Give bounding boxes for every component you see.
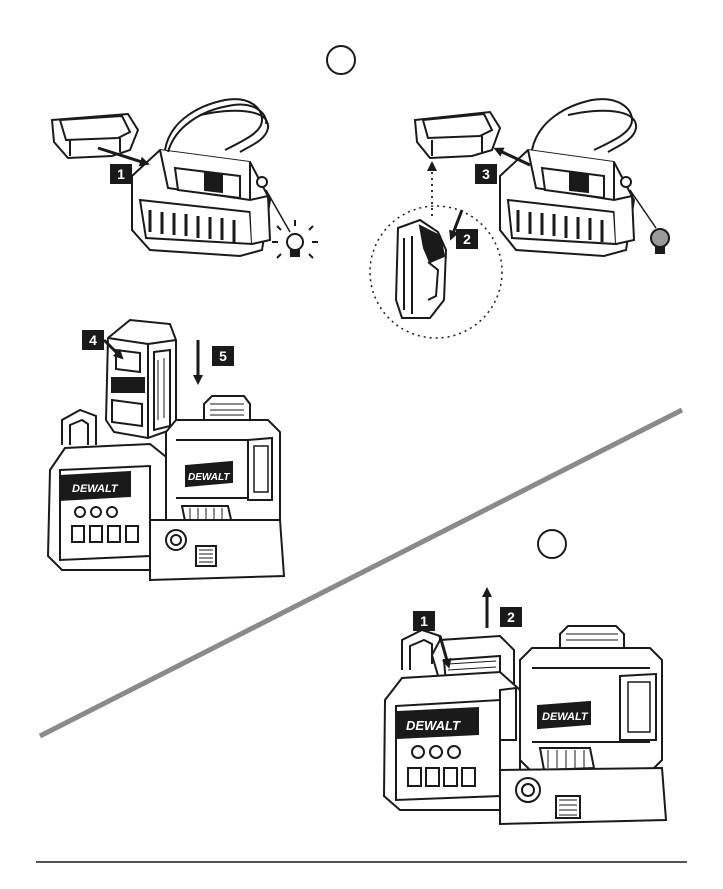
release-latch-detail	[396, 220, 446, 318]
step-tag-a1: 1	[110, 164, 132, 184]
step-tag-b1: 1	[413, 611, 435, 631]
step-tag-a5: 5	[212, 346, 234, 366]
figure-b-marker	[538, 530, 566, 558]
step-tag-a4: 4	[82, 330, 104, 350]
figure-a-marker	[327, 46, 355, 74]
brand-logo-a2: DEWALT	[188, 472, 230, 483]
battery-pack-right	[415, 112, 500, 158]
charger-right	[500, 99, 636, 256]
charger-left	[132, 99, 270, 256]
brand-logo-a1: DEWALT	[72, 483, 119, 495]
battery-pack-left	[52, 114, 138, 158]
step-tag-a2: 2	[456, 229, 478, 249]
light-bulb-off-icon	[651, 229, 669, 253]
step-tag-b2: 2	[500, 607, 522, 627]
brand-logo-b2: DEWALT	[542, 711, 589, 723]
light-bulb-lit-icon	[272, 220, 318, 258]
battery-pack-upright	[106, 320, 176, 438]
brand-logo-b1: DEWALT	[406, 718, 461, 733]
step-tag-a3: 3	[475, 164, 497, 184]
